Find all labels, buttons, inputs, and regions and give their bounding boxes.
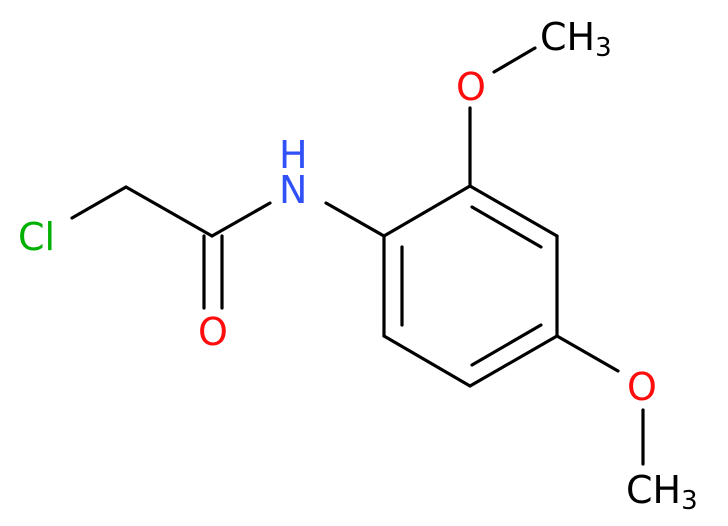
bond-c4-c5 xyxy=(468,334,559,388)
atom-label-nh-n: N xyxy=(279,168,307,212)
bond-c4-c5-inner xyxy=(470,323,543,367)
bond-n-c1 xyxy=(324,201,386,238)
atom-label-ch3-top-sub: 3 xyxy=(595,33,612,63)
atom-label-o-carbonyl: O xyxy=(198,310,228,354)
bond-carbonyl-n xyxy=(210,201,272,238)
atom-label-ch3-top-main: CH xyxy=(540,15,595,59)
atom-label-o-methoxy-bottom: O xyxy=(627,365,657,409)
bond-c4-o-bottom xyxy=(555,334,620,373)
atom-label-ch3-top: CH3 xyxy=(540,15,612,63)
bond-c5-c6 xyxy=(382,334,472,388)
bond-ch2-carbonyl xyxy=(124,185,214,238)
atom-label-ch3-bottom-sub: 3 xyxy=(681,486,698,516)
atom-label-o-methoxy-top: O xyxy=(456,65,486,109)
bond-c1-c2 xyxy=(382,184,472,238)
bond-cl-ch2 xyxy=(70,185,128,220)
bonds xyxy=(70,46,645,466)
atom-labels: Cl H N O O CH3 O CH3 xyxy=(18,15,698,516)
atom-label-cl: Cl xyxy=(18,215,55,259)
atom-label-ch3-bottom: CH3 xyxy=(626,468,698,516)
atom-label-ch3-bottom-main: CH xyxy=(626,468,681,512)
bond-o-top-ch3 xyxy=(492,46,537,74)
bond-c2-c3 xyxy=(468,184,559,238)
atom-label-nh-h: H xyxy=(279,133,308,177)
bond-c2-c3-inner xyxy=(470,205,543,249)
